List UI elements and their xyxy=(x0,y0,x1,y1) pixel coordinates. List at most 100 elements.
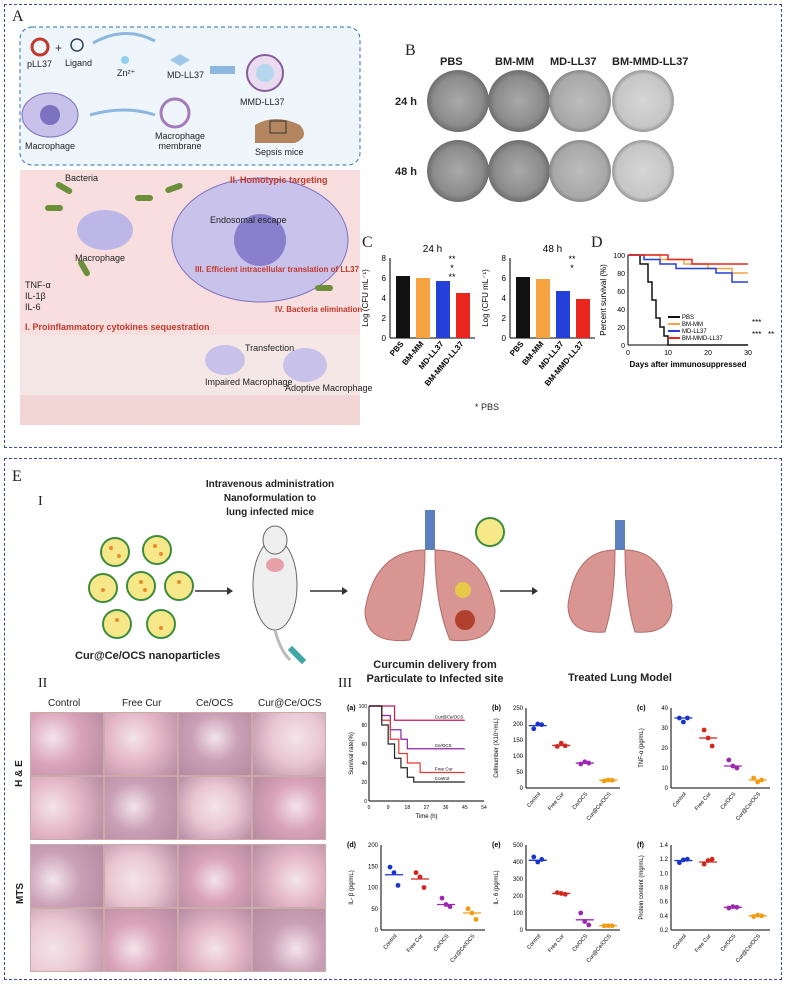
md-ll37-label: MD-LL37 xyxy=(167,70,205,80)
chart-c-bar xyxy=(556,291,570,338)
chart-b-ytick: 150 xyxy=(513,738,524,744)
chart-d-xtick: Cur@Ce/OCS xyxy=(449,933,476,964)
chart-d-ytick: 20 xyxy=(617,325,625,332)
chart-c-xtick: Cur@Ce/OCS xyxy=(735,791,762,822)
chart-c-ytick: 10 xyxy=(661,766,668,772)
zinc-label: Zn²⁺ xyxy=(117,68,136,78)
chart-b-point xyxy=(535,721,541,727)
chart-e-point xyxy=(531,854,537,860)
histology-image xyxy=(178,908,252,972)
chart-c-title: 24 h xyxy=(423,244,442,255)
chart-c-xtick: PBS xyxy=(508,339,526,358)
chart-b-point xyxy=(582,759,588,765)
chart-d-legend-label: BM-MMD-LL37 xyxy=(682,336,723,342)
chart-d-xtick: 0 xyxy=(626,350,630,357)
chart-c-point xyxy=(680,719,686,725)
step-2-label: II. Homotypic targeting xyxy=(230,175,328,185)
chart-c-bar xyxy=(416,278,430,338)
plate-bmmmdll37-24h xyxy=(612,70,674,132)
chart-ea-tag: (a) xyxy=(347,705,356,712)
histology-image xyxy=(252,776,326,840)
col-md-ll37: MD-LL37 xyxy=(550,56,597,68)
chart-c-xtick: Control xyxy=(672,791,688,808)
panel-e-i-label: I xyxy=(38,494,43,509)
chart-c-ytick: 2 xyxy=(382,314,387,323)
chart-e-ytick: 500 xyxy=(513,843,524,849)
chart-b-ytick: 0 xyxy=(520,786,524,792)
macrophage-label: Macrophage xyxy=(25,141,76,151)
chart-c-point xyxy=(676,715,682,721)
chart-b-xtick: Free Cur xyxy=(547,791,566,812)
schematic-a-graphic: + xyxy=(19,26,361,425)
chart-c-point xyxy=(726,757,732,763)
col-pbs: PBS xyxy=(440,56,463,68)
histo-col-ceocs: Ce/OCS xyxy=(196,698,234,709)
arrow-1 xyxy=(195,587,233,595)
chart-b-point xyxy=(578,761,584,767)
chart-d-xlabel: Days after immunosuppressed xyxy=(630,360,747,369)
chart-c-ytick: 2 xyxy=(502,314,507,323)
plate-bmmm-48h xyxy=(488,140,550,202)
chart-d-ylabel: Percent survival (%) xyxy=(600,264,608,336)
chart-d-point xyxy=(387,864,393,870)
chart-c-point xyxy=(751,775,757,781)
chart-f-point xyxy=(730,904,736,910)
chart-f-ytick: 0.2 xyxy=(660,928,669,934)
row-24h: 24 h xyxy=(395,96,418,108)
chart-f-point xyxy=(726,905,732,911)
chart-ea-ylabel: Survival rate(%) xyxy=(349,732,355,775)
chart-c-xtick: Free Cur xyxy=(694,791,713,812)
chart-b-ytick: 100 xyxy=(513,754,524,760)
cytokine-il6: IL-6 xyxy=(25,302,41,312)
histology-image xyxy=(252,844,326,908)
chart-e-point xyxy=(609,923,615,929)
chart-d-xtick: Control xyxy=(383,933,399,950)
chart-f-tag: (f) xyxy=(637,842,644,849)
chart-c-point xyxy=(705,735,711,741)
dot-chart-ef: (f)Protein content (mg/mL)0.20.40.60.81.… xyxy=(637,842,770,964)
chart-b-point xyxy=(539,722,545,728)
chart-e-point xyxy=(601,923,607,929)
chart-e-point xyxy=(586,922,592,928)
chart-c-ytick: 40 xyxy=(661,706,668,712)
chart-f-point xyxy=(676,860,682,866)
chart-b-ytick: 200 xyxy=(513,722,524,728)
chart-e-ytick: 100 xyxy=(513,911,524,917)
chart-d-stat: *** xyxy=(752,330,761,339)
chart-c-point xyxy=(684,715,690,721)
chart-c-bar xyxy=(436,281,450,338)
row-48h: 48 h xyxy=(395,166,418,178)
chart-f-ylabel: Protein content (mg/mL) xyxy=(639,855,645,919)
chart-e-xtick: Ce/OCS xyxy=(572,933,590,953)
mouse-graphic xyxy=(252,525,307,665)
chart-d-xtick: 10 xyxy=(664,350,672,357)
chart-b-ytick: 250 xyxy=(513,706,524,712)
chart-c-ytick: 6 xyxy=(502,274,507,283)
macrophage2-label: Macrophage xyxy=(75,253,126,263)
chart-c-tag: (c) xyxy=(637,705,646,712)
chart-d-stat: ** xyxy=(768,330,774,339)
chart-b-ytick: 50 xyxy=(516,770,523,776)
bacteria-label: Bacteria xyxy=(65,173,99,183)
cytokine-il1: IL-1β xyxy=(25,291,46,301)
chart-c-sig: ** xyxy=(448,272,456,282)
chart-ea-series-line xyxy=(369,705,465,783)
chart-c-point xyxy=(730,763,736,769)
chart-d-legend-label: MD-LL37 xyxy=(682,329,707,335)
chart-f-point xyxy=(705,858,711,863)
chart-d-point xyxy=(443,902,449,907)
histology-grid xyxy=(30,712,330,974)
chart-c-ytick: 8 xyxy=(382,254,387,263)
histology-image xyxy=(30,712,104,776)
chart-c-ytick: 4 xyxy=(382,294,387,303)
chart-f-point xyxy=(680,857,686,863)
chart-d-point xyxy=(417,874,423,880)
chart-f-point xyxy=(751,914,757,919)
schematic-a: + pLL37 Ligand Zn²⁺ MD-LL37 MM xyxy=(15,25,373,430)
chart-c-bar xyxy=(516,277,530,338)
cytokine-tnf: TNF-α xyxy=(25,280,51,290)
chart-c-xtick: Ce/OCS xyxy=(720,791,738,811)
chart-c-ytick: 6 xyxy=(382,274,387,283)
chart-c-ytick: 8 xyxy=(502,254,507,263)
chart-d-xtick: Ce/OCS xyxy=(433,933,451,953)
